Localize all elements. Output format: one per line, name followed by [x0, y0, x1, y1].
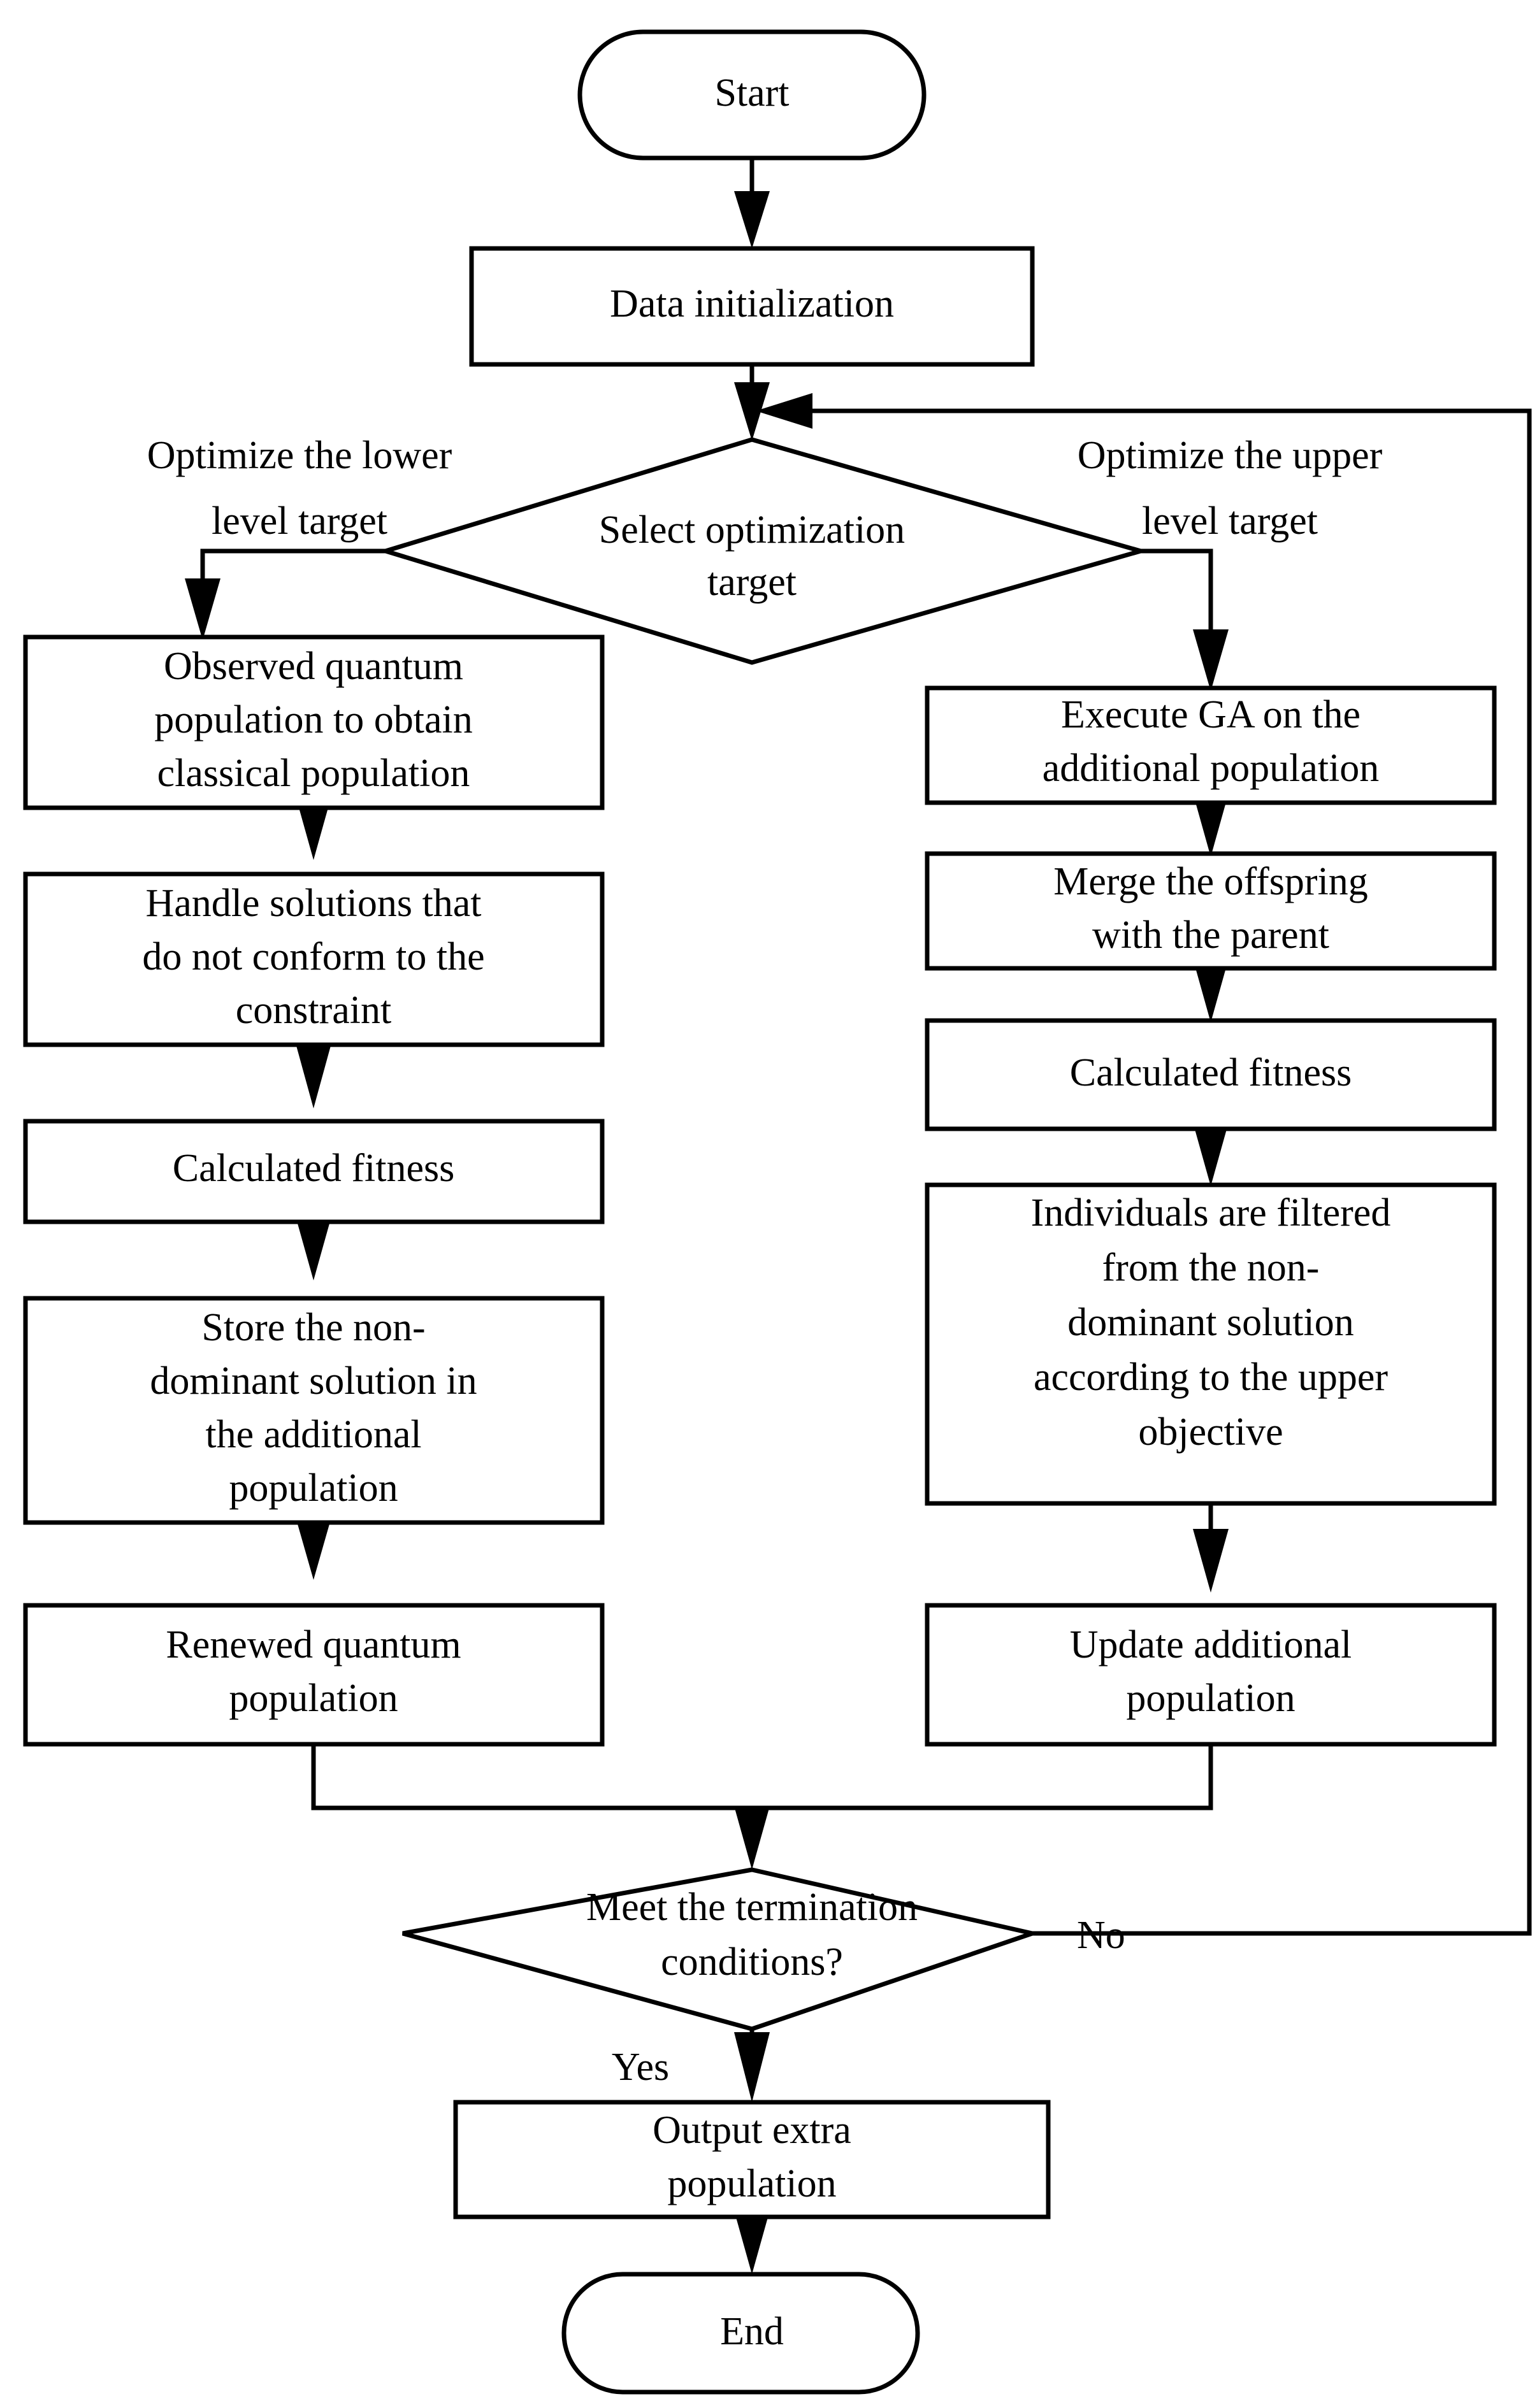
edge-individuals-to-update	[1193, 1503, 1229, 1593]
node-merge-offspring[interactable]: Merge the offspring with the parent	[925, 851, 1497, 971]
node-individuals-filtered[interactable]: Individuals are filtered from the non- d…	[925, 1182, 1497, 1506]
edge-store-to-renewed	[296, 1517, 331, 1580]
edge-handle-to-calc-fitness-left	[296, 1043, 331, 1108]
node-update-additional-line2: population	[1126, 1677, 1295, 1720]
node-execute-ga-line1: Execute GA on the	[1061, 693, 1360, 736]
edge-execute-ga-to-merge	[1193, 793, 1229, 857]
node-output-extra-line1: Output extra	[653, 2109, 851, 2152]
edge-columns-merge-to-termination	[311, 1744, 1213, 1870]
node-store-non-dominant-line1: Store the non-	[201, 1306, 425, 1349]
edge-no-feedback-loop	[756, 393, 1532, 1936]
node-output-extra-population[interactable]: Output extra population	[453, 2100, 1051, 2219]
edge-observed-to-handle	[296, 796, 331, 860]
node-end[interactable]: End	[561, 2272, 920, 2395]
edge-label-upper-branch-line2: level target	[1142, 499, 1318, 543]
edge-label-yes: Yes	[612, 2046, 669, 2089]
node-store-non-dominant-line4: population	[229, 1466, 398, 1510]
edge-merge-to-calc-fitness-right	[1193, 959, 1229, 1022]
node-store-non-dominant-line2: dominant solution in	[150, 1359, 477, 1403]
node-execute-ga-line2: additional population	[1043, 747, 1380, 790]
edge-select-target-to-execute-ga	[1141, 548, 1229, 691]
node-merge-offspring-line2: with the parent	[1092, 914, 1329, 957]
node-end-label: End	[720, 2310, 784, 2353]
node-calculated-fitness-right[interactable]: Calculated fitness	[925, 1018, 1497, 1131]
node-data-initialization-label: Data initialization	[610, 282, 894, 326]
node-select-optimization-target[interactable]: Select optimization target	[377, 437, 1149, 665]
node-calculated-fitness-left[interactable]: Calculated fitness	[23, 1119, 605, 1224]
node-observed-quantum-line2: population to obtain	[154, 698, 472, 742]
edge-label-lower-branch: Optimize the lower level target	[147, 434, 452, 543]
node-start-label: Start	[714, 71, 789, 115]
node-select-target-label-line2: target	[707, 561, 797, 604]
node-data-initialization[interactable]: Data initialization	[469, 246, 1035, 367]
edge-output-to-end	[734, 2211, 770, 2274]
node-update-additional-population[interactable]: Update additional population	[925, 1603, 1497, 1747]
node-termination-check-line1: Meet the termination	[586, 1886, 918, 1929]
node-start[interactable]: Start	[577, 29, 927, 161]
edge-calc-fitness-right-to-individuals	[1193, 1122, 1229, 1186]
node-individuals-filtered-line4: according to the upper	[1034, 1356, 1388, 1399]
node-handle-solutions[interactable]: Handle solutions that do not conform to …	[23, 871, 605, 1047]
node-renewed-quantum-population[interactable]: Renewed quantum population	[23, 1603, 605, 1747]
edge-label-lower-branch-line2: level target	[212, 499, 387, 543]
node-observed-quantum-line1: Observed quantum	[164, 645, 463, 688]
node-select-target-label-line1: Select optimization	[599, 508, 905, 552]
node-observed-quantum-line3: classical population	[157, 752, 470, 795]
node-individuals-filtered-line5: objective	[1138, 1410, 1283, 1454]
node-execute-ga[interactable]: Execute GA on the additional population	[925, 685, 1497, 805]
node-individuals-filtered-line1: Individuals are filtered	[1031, 1191, 1391, 1235]
node-handle-solutions-line3: constraint	[236, 989, 392, 1032]
node-handle-solutions-line1: Handle solutions that	[146, 882, 482, 925]
edge-select-target-to-observed-quantum	[185, 548, 386, 640]
edge-termination-to-output	[734, 2029, 770, 2102]
node-calculated-fitness-right-label: Calculated fitness	[1070, 1051, 1352, 1094]
node-renewed-quantum-line2: population	[229, 1677, 398, 1720]
edge-data-init-to-select-target	[734, 363, 770, 441]
node-merge-offspring-line1: Merge the offspring	[1053, 860, 1368, 903]
edge-calc-fitness-left-to-store	[296, 1217, 331, 1280]
node-output-extra-line2: population	[667, 2162, 836, 2205]
node-individuals-filtered-line3: dominant solution	[1067, 1301, 1354, 1344]
node-handle-solutions-line2: do not conform to the	[142, 935, 484, 978]
node-individuals-filtered-line2: from the non-	[1102, 1246, 1320, 1289]
edge-label-upper-branch-line1: Optimize the upper	[1078, 434, 1383, 477]
node-store-non-dominant-line3: the additional	[205, 1413, 421, 1456]
node-termination-check-line2: conditions?	[661, 1940, 843, 1984]
node-observed-quantum-population[interactable]: Observed quantum population to obtain cl…	[23, 634, 605, 810]
node-renewed-quantum-line1: Renewed quantum	[166, 1623, 461, 1666]
edge-start-to-data-init	[734, 158, 770, 248]
node-calculated-fitness-left-label: Calculated fitness	[173, 1147, 454, 1190]
node-update-additional-line1: Update additional	[1070, 1623, 1352, 1666]
node-store-non-dominant[interactable]: Store the non- dominant solution in the …	[23, 1296, 605, 1525]
edge-label-no: No	[1077, 1914, 1125, 1957]
node-termination-check[interactable]: Meet the termination conditions?	[402, 1867, 1041, 2032]
edge-label-lower-branch-line1: Optimize the lower	[147, 434, 452, 477]
edge-label-upper-branch: Optimize the upper level target	[1078, 434, 1383, 543]
